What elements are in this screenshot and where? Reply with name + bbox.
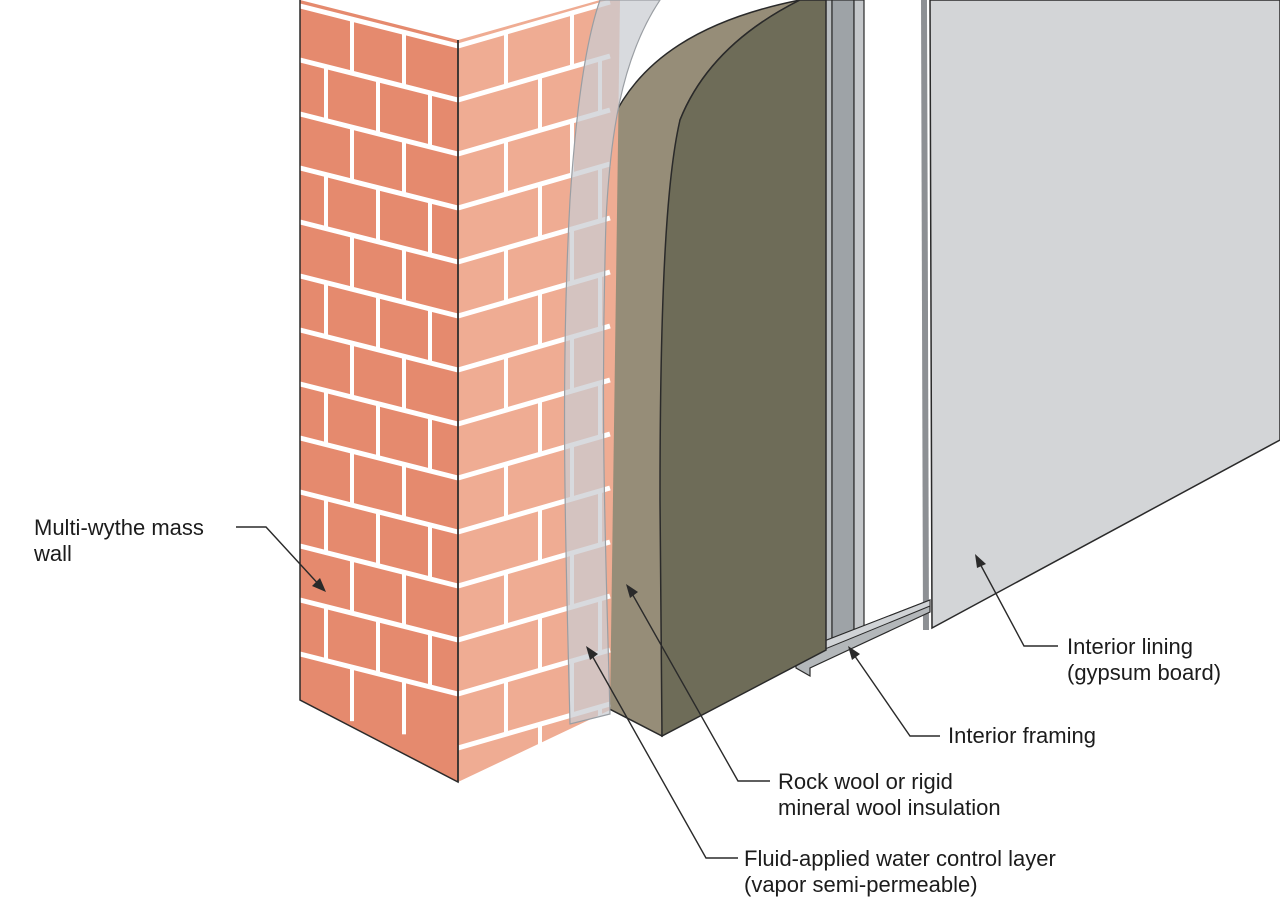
mortar-bed-joint-front — [299, 3, 459, 49]
arrowhead-insulation — [626, 584, 638, 598]
gypsum-board-face — [929, 0, 1280, 630]
label-mass-wall-line2: wall — [34, 541, 72, 566]
label-mass-wall-line1: Multi-wythe mass — [34, 515, 204, 540]
label-interior-framing: Interior framing — [948, 723, 1096, 749]
leader-arrowheads — [312, 554, 986, 660]
arrowhead-mass-wall — [312, 578, 326, 592]
label-insulation-line2: mineral wool insulation — [778, 795, 1001, 820]
leader-insulation — [629, 589, 770, 782]
gypsum-board-edge — [921, 0, 929, 631]
leader-mass-wall — [236, 526, 323, 589]
arrowhead-interior-lining — [975, 554, 986, 568]
mortar-bed-joint-side — [457, 0, 611, 49]
label-water-control: Fluid-applied water control layer (vapor… — [744, 846, 1056, 898]
gypsum-board — [921, 0, 1280, 631]
insulation-board — [591, 0, 827, 738]
label-interior-framing-line1: Interior framing — [948, 723, 1096, 748]
water-control-membrane — [563, 0, 661, 725]
mortar-bed-joint-front — [299, 111, 459, 157]
label-interior-lining-line2: (gypsum board) — [1067, 660, 1222, 685]
label-mass-wall: Multi-wythe mass wall — [34, 515, 204, 567]
label-insulation-line1: Rock wool or rigid — [778, 769, 953, 794]
interior-framing — [794, 0, 931, 678]
label-interior-lining-line1: Interior lining — [1067, 634, 1193, 659]
stud-flange-front — [853, 0, 865, 631]
label-insulation: Rock wool or rigid mineral wool insulati… — [778, 769, 1001, 821]
arrowhead-interior-framing — [848, 646, 860, 660]
leader-interior-lining — [977, 559, 1058, 647]
mortar-bed-joint-front — [299, 219, 459, 265]
label-interior-lining: Interior lining (gypsum board) — [1067, 634, 1221, 686]
insulation-face — [659, 0, 827, 738]
label-water-control-line2: (vapor semi-permeable) — [744, 872, 978, 897]
mortar-bed-joint-front — [299, 327, 459, 373]
leader-interior-framing — [851, 651, 940, 737]
stud-web — [831, 0, 855, 641]
label-water-control-line1: Fluid-applied water control layer — [744, 846, 1056, 871]
leader-lines — [236, 526, 1058, 859]
arrowhead-water-control — [586, 646, 598, 660]
mortar-bed-joint-front — [299, 651, 459, 697]
brick-wall-outline — [299, 0, 459, 784]
leader-water-control — [589, 651, 738, 859]
mortar-bed-joint-front — [299, 435, 459, 481]
mortar-bed-joint-front — [299, 543, 459, 589]
